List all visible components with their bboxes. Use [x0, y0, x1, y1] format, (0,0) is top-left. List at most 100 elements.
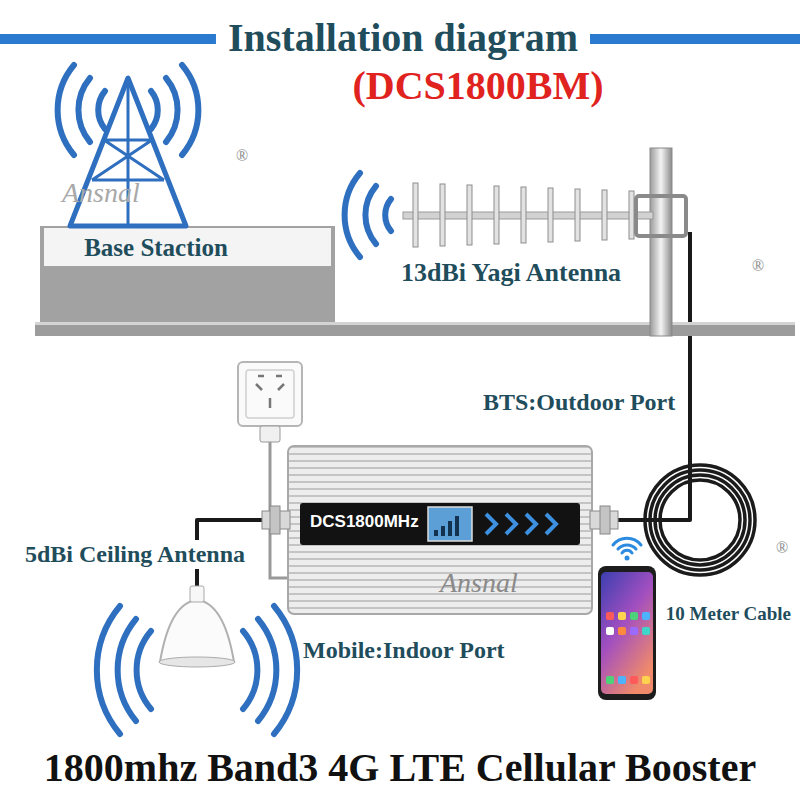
cable-coil — [645, 465, 755, 575]
app-icon — [618, 612, 626, 620]
yagi-elements — [413, 183, 634, 247]
power-wire — [270, 442, 288, 578]
roof-highlight — [35, 322, 795, 325]
phone-screen — [601, 572, 653, 694]
signal-arc — [98, 91, 105, 129]
signal-arc — [97, 606, 120, 734]
phone-icons — [606, 612, 650, 684]
signal-arc — [182, 65, 198, 155]
signal-arc — [345, 173, 360, 257]
tower-signal — [58, 65, 199, 155]
port-label: Mobile:Indoor Port — [300, 636, 508, 665]
registered-mark: ® — [236, 146, 248, 165]
n-connector-nut — [600, 506, 610, 534]
model-code: (DCS1800BM) — [352, 62, 603, 110]
signal-arc — [118, 619, 136, 721]
lcd-screen — [428, 507, 472, 541]
antenna-cap — [190, 586, 204, 602]
port-label: BTS:Outdoor Port — [480, 388, 678, 417]
app-icon — [630, 627, 638, 635]
signal-arc — [243, 631, 257, 709]
yagi-element — [413, 183, 418, 247]
app-icon — [618, 676, 626, 684]
power-outlet — [238, 362, 302, 426]
wifi-arc — [618, 545, 636, 549]
app-icon — [606, 676, 614, 684]
signal-arc — [78, 78, 90, 142]
title-bar — [590, 34, 800, 44]
node-label: Base Staction — [76, 233, 236, 263]
outlet-holes — [256, 376, 284, 408]
registered-mark: ® — [776, 538, 788, 557]
antenna-dome — [160, 600, 234, 662]
yagi-element — [440, 184, 445, 246]
building-block — [40, 226, 335, 326]
yagi-element — [575, 189, 580, 241]
signal-arc — [365, 186, 376, 244]
n-connector-nut — [270, 506, 280, 534]
signal-arc — [58, 65, 74, 155]
mast-clamp — [636, 196, 686, 236]
booster-housing — [288, 446, 592, 614]
yagi-element — [602, 190, 607, 240]
diagram-title: Installation diagram — [228, 14, 578, 62]
signal-bar — [455, 516, 459, 536]
wifi-arc — [622, 550, 632, 553]
signal-bar — [434, 530, 438, 536]
watermark: Ansnal — [62, 176, 140, 210]
node-label: DCS1800MHz — [310, 512, 419, 532]
panel-chevrons — [486, 514, 556, 534]
signal-arc — [258, 619, 276, 721]
yagi-signal — [345, 173, 391, 257]
base-station: Base Staction — [76, 231, 236, 265]
app-icon — [606, 627, 614, 635]
yagi-element — [494, 186, 499, 244]
app-icon — [606, 612, 614, 620]
signal-arc — [151, 91, 158, 129]
coil-turn — [645, 465, 755, 575]
node-label: 13dBi Yagi Antenna — [398, 257, 624, 288]
signal-arc — [137, 631, 151, 709]
app-icon — [642, 627, 650, 635]
registered-mark: ® — [752, 256, 764, 275]
wifi-icon — [613, 538, 641, 553]
yagi-element — [548, 188, 553, 242]
coil-turn — [650, 470, 750, 570]
diagram-caption: 1800mhz Band3 4G LTE Cellular Booster — [44, 744, 756, 792]
watermark: Ansnal — [440, 566, 518, 600]
coil-turn — [655, 475, 745, 565]
antenna-base — [159, 657, 235, 667]
signal-arc — [385, 199, 391, 231]
app-icon — [630, 676, 638, 684]
building-band — [44, 228, 331, 266]
yagi-element — [629, 191, 634, 239]
wifi-dot — [625, 556, 630, 561]
yagi-element — [521, 187, 526, 243]
app-icon — [630, 612, 638, 620]
app-icon — [642, 676, 650, 684]
cable-label: 10 Meter Cable — [663, 603, 794, 626]
lcd-bars — [434, 516, 459, 536]
signal-arc — [274, 606, 297, 734]
phone-body — [598, 566, 656, 700]
signal-arc — [166, 78, 178, 142]
power-plug — [260, 426, 280, 442]
outlet-face — [246, 370, 294, 418]
cable-stub — [688, 232, 692, 292]
title-bar — [0, 34, 216, 44]
ceiling-antenna: 5dBi Ceiling Antenna — [152, 588, 242, 666]
mast-pole — [650, 148, 672, 336]
app-icon — [642, 612, 650, 620]
yagi-antenna: 13dBi Yagi Antenna — [395, 178, 695, 290]
signal-bar — [448, 521, 452, 536]
signal-bar — [441, 526, 445, 536]
yagi-element — [467, 185, 472, 245]
roof-slab — [35, 322, 795, 336]
booster-panel — [300, 503, 580, 545]
coil-turn — [660, 480, 740, 560]
node-label: 5dBi Ceiling Antenna — [22, 540, 248, 569]
